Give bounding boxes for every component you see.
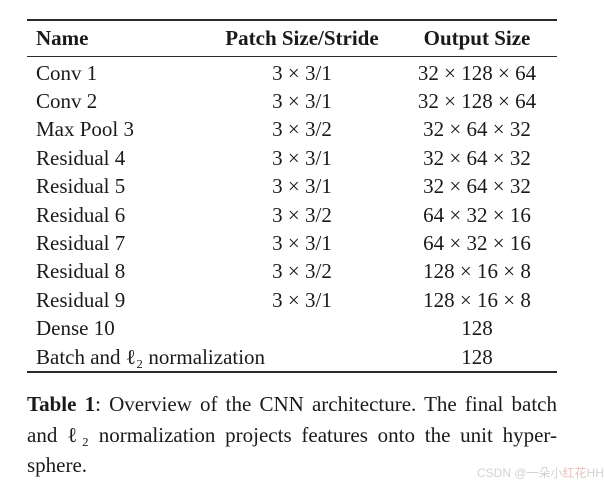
- row-output-size: 32 × 64 × 32: [423, 145, 531, 170]
- row-name: Conv 1: [36, 60, 98, 85]
- row-output-size: 64 × 32 × 16: [423, 202, 531, 227]
- table-row: Residual 8 3 × 3/2 128 × 16 × 8: [27, 257, 557, 285]
- table-row: Batch and ℓ₂ normalization 128: [27, 343, 557, 372]
- row-name: Max Pool 3: [36, 117, 135, 142]
- row-name: Residual 8: [36, 259, 126, 284]
- header-patch-size: Patch Size/Stride: [207, 20, 397, 57]
- table-body: Conv 1 3 × 3/1 32 × 128 × 64 Conv 2 3 × 3/1 3…: [27, 56, 557, 372]
- row-name: Batch and ℓ₂ normalization: [36, 344, 266, 369]
- watermark-accent: 红花: [562, 466, 587, 480]
- row-name: Residual 5: [36, 174, 126, 199]
- header-row: Name Patch Size/Stride Output Size: [27, 20, 557, 57]
- caption-line-1-text: : Overview of the CNN architecture. The …: [95, 392, 557, 416]
- row-patch-size: [207, 314, 397, 342]
- header-name: Name: [27, 20, 207, 57]
- row-name: Residual 4: [36, 145, 126, 170]
- table-row: Residual 5 3 × 3/1 32 × 64 × 32: [27, 172, 557, 200]
- row-output-size: 128 × 16 × 8: [423, 287, 531, 312]
- row-patch-size: 3 × 3/2: [272, 202, 332, 227]
- watermark-prefix: CSDN @一朵小: [477, 466, 563, 480]
- table-row: Residual 6 3 × 3/2 64 × 32 × 16: [27, 201, 557, 229]
- table-row: Conv 1 3 × 3/1 32 × 128 × 64: [27, 56, 557, 87]
- row-patch-size: 3 × 3/2: [272, 117, 332, 142]
- table-row: Residual 7 3 × 3/1 64 × 32 × 16: [27, 229, 557, 257]
- row-patch-size: 3 × 3/1: [272, 60, 332, 85]
- table-caption: Table 1: Overview of the CNN architectur…: [27, 389, 557, 481]
- caption-line-3: sphere.: [27, 453, 88, 477]
- caption-line-1: Table 1: Overview of the CNN architectur…: [27, 389, 557, 420]
- row-patch-size: 3 × 3/1: [272, 287, 332, 312]
- table-row: Residual 9 3 × 3/1 128 × 16 × 8: [27, 286, 557, 314]
- row-patch-size: 3 × 3/1: [272, 230, 332, 255]
- table-row: Dense 10 128: [27, 314, 557, 342]
- table-header: Name Patch Size/Stride Output Size: [27, 20, 557, 57]
- table-row: Conv 2 3 × 3/1 32 × 128 × 64: [27, 87, 557, 115]
- row-name: Dense 10: [36, 316, 115, 341]
- row-output-size: 32 × 64 × 32: [423, 117, 531, 142]
- row-patch-size: 3 × 3/1: [272, 174, 332, 199]
- row-output-size: 128: [461, 316, 493, 341]
- row-name: Residual 7: [36, 230, 126, 255]
- caption-label: Table 1: [27, 392, 96, 416]
- table-row: Max Pool 3 3 × 3/2 32 × 64 × 32: [27, 115, 557, 143]
- row-output-size: 32 × 128 × 64: [417, 88, 537, 113]
- table-row: Residual 4 3 × 3/1 32 × 64 × 32: [27, 144, 557, 172]
- row-name: Conv 2: [36, 88, 98, 113]
- csdn-watermark: CSDN @一朵小红花HH: [477, 466, 604, 480]
- row-output-size: 32 × 64 × 32: [423, 174, 531, 199]
- row-name: Residual 9: [36, 287, 126, 312]
- row-patch-size: 3 × 3/2: [272, 259, 332, 284]
- watermark-suffix: HH: [586, 466, 604, 480]
- row-output-size: 128: [461, 344, 493, 369]
- row-output-size: 128 × 16 × 8: [423, 259, 531, 284]
- row-patch-size: 3 × 3/1: [272, 88, 332, 113]
- caption-line-2: and ℓ₂ normalization projects features o…: [27, 422, 557, 447]
- row-output-size: 64 × 32 × 16: [423, 230, 531, 255]
- row-output-size: 32 × 128 × 64: [417, 60, 537, 85]
- row-patch-size: 3 × 3/1: [272, 145, 332, 170]
- header-output-size: Output Size: [397, 20, 557, 57]
- cnn-architecture-table: Name Patch Size/Stride Output Size Conv …: [27, 19, 557, 373]
- row-name: Residual 6: [36, 202, 126, 227]
